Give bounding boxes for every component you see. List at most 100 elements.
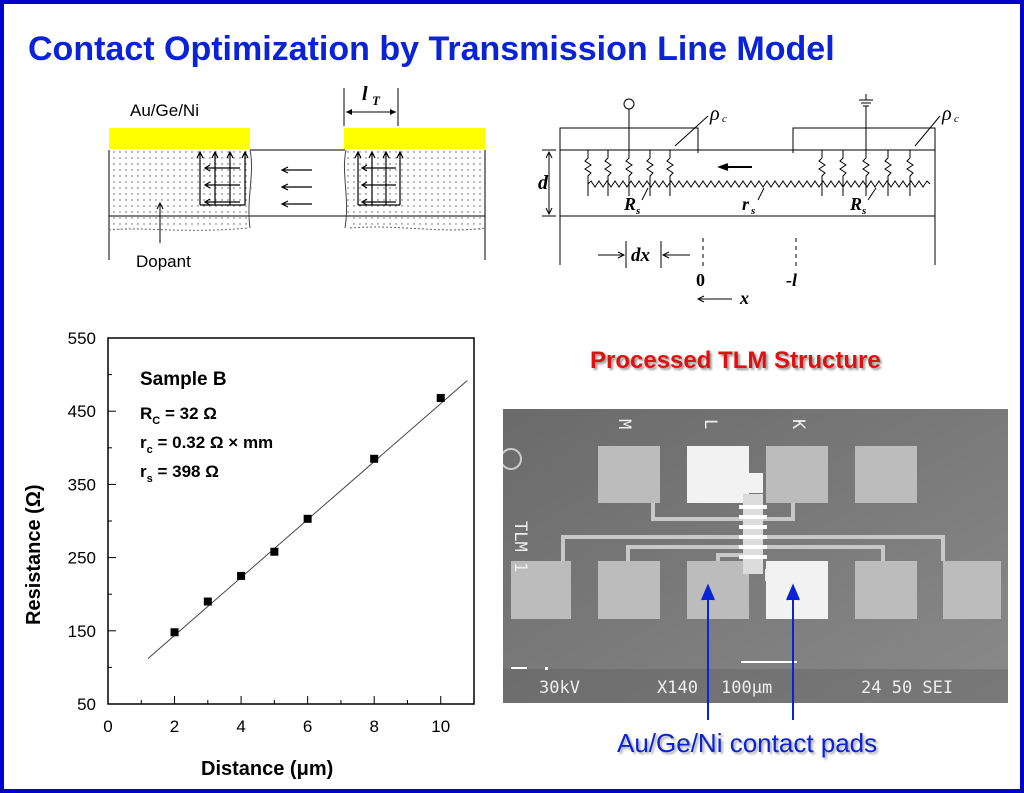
- channel-current-arrows: [280, 166, 312, 208]
- rho-c-left-pointer: [674, 115, 709, 147]
- x-tick-label: 10: [431, 717, 450, 736]
- rs-mid-pointer: [757, 187, 765, 201]
- contact-resistors-left: [584, 150, 674, 196]
- d-dimension-arrow: [545, 150, 553, 216]
- sem-voltage: 30kV: [539, 678, 580, 698]
- sample-label: Sample B: [140, 369, 227, 390]
- contact-pads-caption: Au/Ge/Ni contact pads: [617, 728, 878, 758]
- dopant-boundary-left: [108, 227, 249, 231]
- rs-annotation: rs = 398 Ω: [140, 462, 219, 485]
- rs-right-label: R: [849, 194, 862, 214]
- ground-icon: [859, 94, 873, 150]
- plot-frame: [107, 337, 475, 705]
- sem-pad-bottom-3: [687, 561, 749, 619]
- probe-terminal-icon: [623, 98, 635, 110]
- contact-edge-left: [248, 149, 253, 229]
- y-tick-label: 50: [77, 695, 96, 714]
- sem-pad-connector-bottom: [765, 569, 789, 581]
- metal-contact-right: [344, 128, 485, 149]
- metal-contact-left: [109, 128, 250, 149]
- sem-letter-m: M: [614, 419, 634, 429]
- sem-pad-connector-top: [749, 473, 763, 493]
- sem-letter-k: K: [788, 419, 808, 430]
- dopant-pointer-arrow: [156, 201, 164, 243]
- rs-left-label: R: [623, 194, 636, 214]
- x-tick-label: 2: [170, 717, 179, 736]
- sem-pad-top-3: [766, 446, 828, 503]
- pad-pointer-arrows: [701, 583, 800, 720]
- data-series: [147, 380, 468, 659]
- dopant-boundary-right: [349, 226, 486, 231]
- rs-mid-label: r: [742, 194, 750, 214]
- x-tick-label: 0: [103, 717, 112, 736]
- sem-traces: [561, 503, 945, 561]
- metal-label: Au/Ge/Ni: [130, 101, 199, 120]
- sem-letter-l: L: [700, 419, 720, 429]
- sem-pad-bottom-6: [943, 561, 1001, 619]
- rho-c-right-pointer: [914, 115, 941, 147]
- data-point: [436, 394, 445, 403]
- x-tick-label: 8: [369, 717, 378, 736]
- sem-micrograph-drawing: M L K TLM 1 30kV X140 100μm 24 50 SEI: [503, 409, 1008, 703]
- sem-info-dot: [545, 667, 548, 670]
- contact-outline-right: [792, 127, 936, 265]
- x-direction-arrow: [696, 295, 732, 303]
- data-point: [203, 597, 212, 606]
- sem-scale: 100μm: [721, 678, 772, 698]
- y-axis-label: Resistance (Ω): [23, 484, 45, 625]
- processed-tlm-heading: Processed TLM Structure: [590, 347, 881, 374]
- sem-info: 24 50 SEI: [861, 678, 953, 698]
- rs-left-sub: s: [635, 205, 640, 217]
- sem-side-label: TLM 1: [510, 521, 530, 572]
- rc-mm-annotation: rc = 0.32 Ω × mm: [140, 433, 273, 456]
- sem-pad-bottom-5: [855, 561, 917, 619]
- data-point: [370, 454, 379, 463]
- y-tick-label: 350: [68, 475, 96, 494]
- contact-edge-right: [343, 149, 348, 229]
- doped-region-right: [344, 150, 485, 230]
- current-arrows-right: [354, 150, 404, 206]
- data-point: [270, 547, 279, 556]
- sem-tlm-structure: [743, 494, 763, 574]
- tlm-circuit-model-diagram: ρ c ρ c d R s r s R s dx 0 -l x: [538, 94, 959, 308]
- rho-c-left-label: ρ: [709, 103, 720, 125]
- sem-pad-top-4: [855, 446, 917, 503]
- pad-arrow-right: [786, 583, 800, 720]
- data-point: [170, 628, 179, 637]
- sem-pad-bottom-1: [511, 561, 571, 619]
- data-point: [237, 571, 246, 580]
- y-tick-label: 150: [68, 622, 96, 641]
- sem-pad-top-1: [598, 446, 660, 503]
- dx-label: dx: [631, 245, 651, 266]
- slide-title: Contact Optimization by Transmission Lin…: [28, 30, 835, 68]
- tlm-cross-section-diagram: Au/Ge/Ni l T: [108, 83, 486, 271]
- sheet-resistance-chain: [587, 180, 931, 188]
- lt-label: l: [362, 83, 368, 105]
- x-tick-label: 4: [236, 717, 245, 736]
- sem-info-bar: [503, 669, 1008, 703]
- rc-annotation: RC = 32 Ω: [140, 404, 217, 427]
- sem-info-mark: [511, 667, 527, 669]
- d-label: d: [538, 172, 549, 194]
- sem-micrograph: M L K TLM 1 30kV X140 100μm 24 50 SEI: [503, 409, 1008, 703]
- dx-arrow-right: [661, 251, 690, 259]
- sem-pad-bottom-2: [598, 561, 660, 619]
- rs-mid-sub: s: [750, 205, 755, 217]
- sem-scale-bar: [741, 661, 797, 663]
- doped-region-left: [109, 150, 252, 230]
- y-tick-label: 250: [68, 549, 96, 568]
- current-arrows-left: [196, 150, 249, 206]
- pad-arrow-left: [701, 583, 715, 720]
- rho-c-right-sub: c: [954, 113, 959, 125]
- rs-left-pointer: [641, 187, 649, 201]
- rs-right-sub: s: [861, 205, 866, 217]
- sem-pad-top-2: [687, 446, 749, 503]
- data-point: [303, 514, 312, 523]
- x-axis-label: Distance (μm): [201, 758, 333, 780]
- sem-marker-circle: [503, 448, 522, 470]
- contact-resistors-right: [818, 150, 914, 196]
